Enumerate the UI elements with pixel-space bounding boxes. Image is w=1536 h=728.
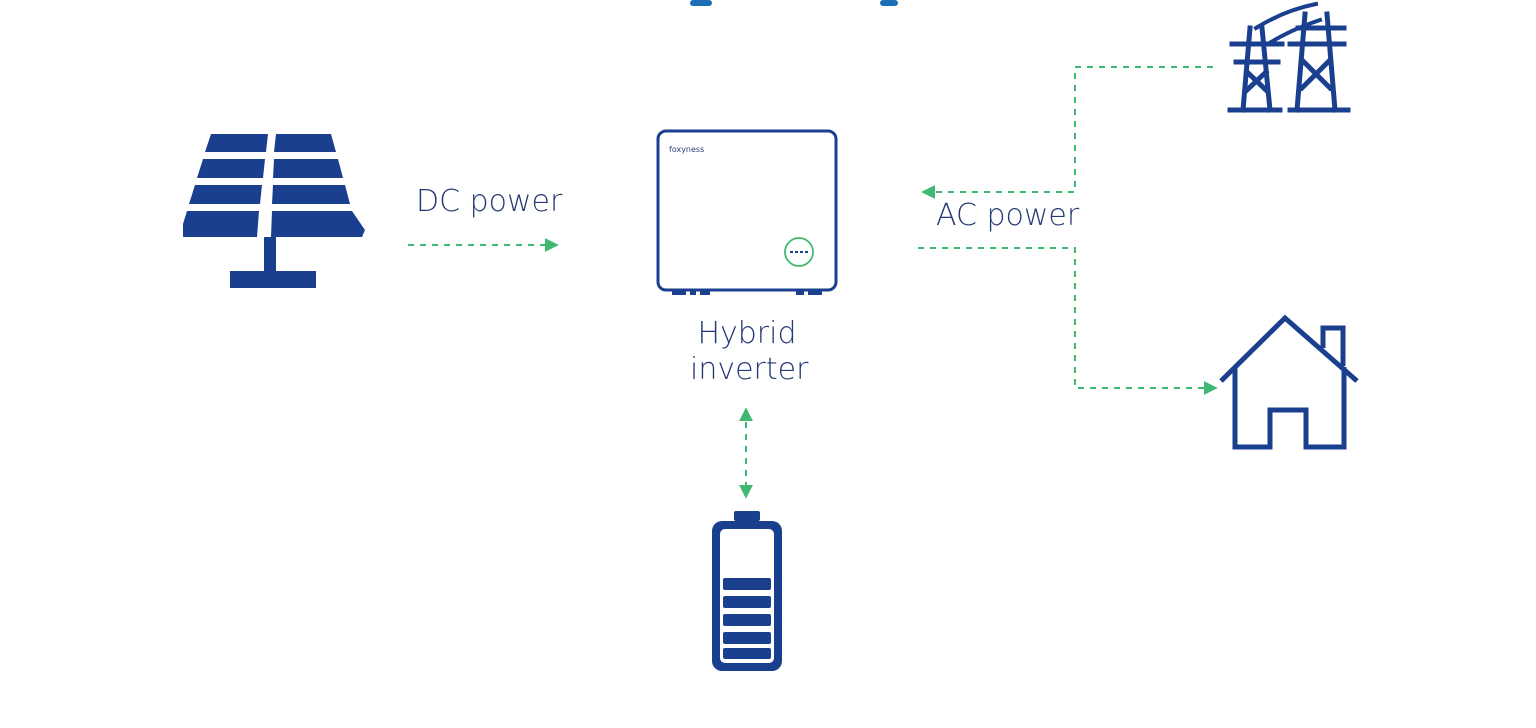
grid-flow-arrow [921,66,1213,199]
decorative-arc-top [690,0,898,6]
ac-flow-lines [918,66,1218,395]
dc-power-label: DC power [416,184,563,219]
battery-icon [712,511,782,671]
power-pylon-icon [1227,1,1351,113]
solar-panel-icon [183,134,365,288]
inverter-feet [672,290,822,295]
hybrid-inverter-label-line2: inverter [690,352,809,387]
hybrid-inverter-label-line1: Hybrid [697,316,797,351]
ac-power-label: AC power [936,198,1080,233]
hybrid-inverter-icon: foxyness [656,129,838,295]
house-icon [1219,314,1359,450]
hybrid-inverter-label: Hybrid inverter [690,316,809,388]
inverter-brand-text: foxyness [669,145,704,154]
house-flow-arrow [918,247,1218,395]
